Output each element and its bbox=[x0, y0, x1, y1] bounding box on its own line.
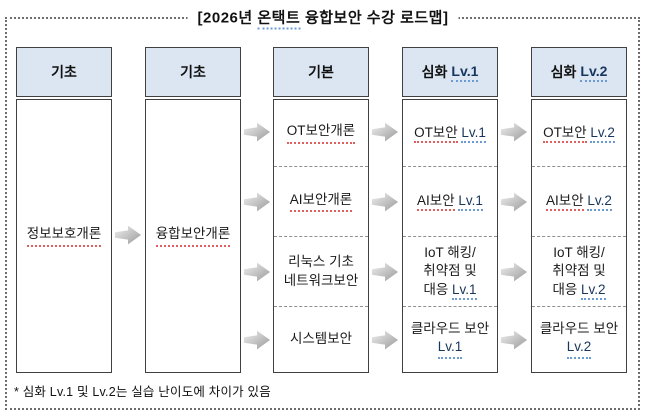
arrow-right-icon bbox=[243, 262, 271, 282]
column-header-advanced-lv2: 심화 Lv.2 bbox=[531, 47, 627, 97]
course-item: 융합보안개론 bbox=[155, 225, 231, 247]
course-item: AI보안 Lv.1 bbox=[403, 167, 497, 237]
arrow-right-icon bbox=[371, 330, 399, 350]
header-label: 심화 bbox=[550, 64, 577, 80]
header-label: 기초 bbox=[51, 64, 77, 80]
course-item: OT보안 Lv.2 bbox=[532, 100, 626, 167]
title-suffix: 융합보안 수강 로드맵] bbox=[300, 9, 449, 27]
course-item: OT보안개론 bbox=[274, 100, 368, 167]
column-header-fundamental: 기본 bbox=[273, 47, 369, 97]
column-header-basic-1: 기초 bbox=[16, 47, 112, 97]
title-highlight: 온택트 bbox=[257, 9, 301, 30]
arrow-right-icon bbox=[243, 192, 271, 212]
header-label: 기초 bbox=[180, 64, 206, 80]
arrow-right-icon bbox=[500, 192, 528, 212]
header-level: Lv.1 bbox=[451, 63, 479, 82]
arrow-right-icon bbox=[243, 330, 271, 350]
footnote: * 심화 Lv.1 및 Lv.2는 실습 난이도에 차이가 있음 bbox=[14, 385, 271, 399]
arrow-right-icon bbox=[371, 122, 399, 142]
header-label: 심화 bbox=[421, 64, 448, 80]
page-title: [2026년 온택트 융합보안 수강 로드맵] bbox=[187, 6, 459, 30]
column-header-advanced-lv1: 심화 Lv.1 bbox=[402, 47, 498, 97]
course-item: OT보안 Lv.1 bbox=[403, 100, 497, 167]
arrow-right-icon bbox=[500, 330, 528, 350]
column-body-basic-2: 융합보안개론 bbox=[145, 99, 241, 373]
arrow-right-icon bbox=[243, 122, 271, 142]
header-level: Lv.2 bbox=[580, 63, 608, 82]
course-item: 클라우드 보안 Lv.1 bbox=[403, 307, 497, 372]
course-item: 시스템보안 bbox=[289, 331, 353, 347]
column-body-fundamental: OT보안개론 AI보안개론 리눅스 기초 네트워크보안 시스템보안 bbox=[273, 99, 369, 373]
arrow-right-icon bbox=[371, 262, 399, 282]
arrow-right-icon bbox=[500, 122, 528, 142]
course-item: AI보안 Lv.2 bbox=[532, 167, 626, 237]
course-item: 리눅스 기초 네트워크보안 bbox=[274, 237, 368, 307]
column-body-basic-1: 정보보호개론 bbox=[16, 99, 112, 373]
course-item: AI보안개론 bbox=[274, 167, 368, 237]
course-item: 정보보호개론 bbox=[26, 225, 102, 247]
title-prefix: [2026년 bbox=[197, 9, 258, 27]
course-item: IoT 해킹/ 취약점 및 대응 Lv.2 bbox=[532, 237, 626, 307]
column-body-advanced-lv1: OT보안 Lv.1 AI보안 Lv.1 IoT 해킹/ 취약점 및 대응 Lv.… bbox=[402, 99, 498, 373]
course-item: 클라우드 보안 Lv.2 bbox=[532, 307, 626, 372]
course-item: IoT 해킹/ 취약점 및 대응 Lv.1 bbox=[403, 237, 497, 307]
header-label: 기본 bbox=[308, 64, 334, 80]
column-header-basic-2: 기초 bbox=[145, 47, 241, 97]
arrow-right-icon bbox=[500, 262, 528, 282]
column-body-advanced-lv2: OT보안 Lv.2 AI보안 Lv.2 IoT 해킹/ 취약점 및 대응 Lv.… bbox=[531, 99, 627, 373]
arrow-right-icon bbox=[371, 192, 399, 212]
arrow-right-icon bbox=[114, 225, 142, 245]
